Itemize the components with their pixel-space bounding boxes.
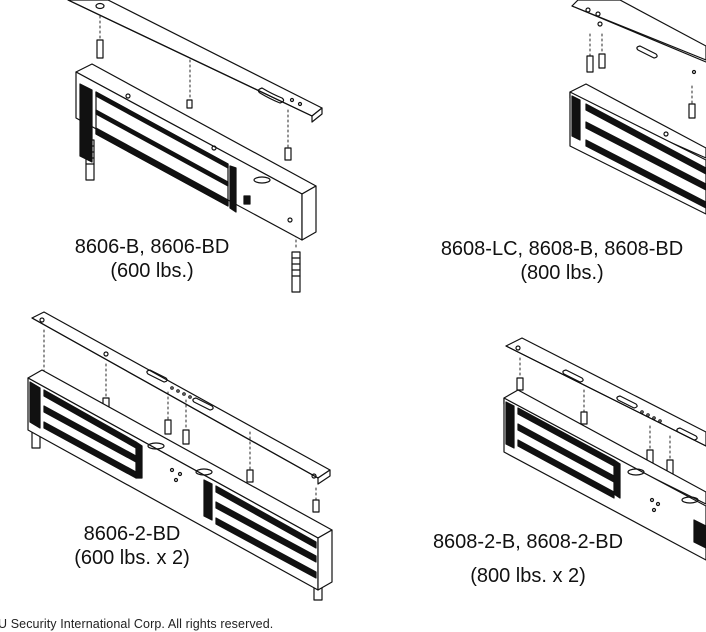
magnet-body bbox=[27, 369, 333, 591]
model-label: 8608-LC, 8608-B, 8608-BD bbox=[440, 238, 684, 260]
mounting-plate bbox=[571, 0, 706, 75]
magnet-8606-b-illustration bbox=[67, 0, 323, 293]
screw bbox=[586, 53, 696, 119]
magnet-8608-illustration bbox=[569, 0, 706, 215]
model-label: 8606-B, 8606-BD bbox=[74, 236, 230, 258]
rating-label: (600 lbs.) bbox=[110, 260, 194, 282]
figure-caption: 8608-LC, 8608-B, 8608-BD (800 lbs.) bbox=[402, 237, 706, 285]
magnet-8606-2-bd-illustration bbox=[27, 311, 333, 601]
mounting-plate bbox=[31, 311, 331, 485]
mounting-screws bbox=[589, 33, 693, 105]
magnet-body bbox=[75, 63, 317, 241]
mounting-plate bbox=[505, 337, 706, 447]
mounting-screws bbox=[519, 357, 671, 461]
rating-label: (600 lbs. x 2) bbox=[74, 547, 190, 569]
rating-label: (800 lbs.) bbox=[520, 262, 604, 284]
mounting-plate bbox=[67, 0, 323, 123]
figure-caption: 8606-B, 8606-BD (600 lbs.) bbox=[42, 235, 262, 283]
magnet-body bbox=[569, 83, 706, 215]
model-label: 8606-2-BD bbox=[83, 523, 181, 545]
model-label: 8608-2-B, 8608-2-BD bbox=[432, 531, 624, 553]
figure-caption: 8608-2-B, 8608-2-BD (800 lbs. x 2) bbox=[388, 530, 668, 588]
magnet-body bbox=[503, 389, 706, 561]
magnet-8608-2-bd-illustration bbox=[503, 337, 706, 561]
rating-label: (800 lbs. x 2) bbox=[470, 565, 586, 587]
figure-caption: 8606-2-BD (600 lbs. x 2) bbox=[22, 522, 242, 570]
copyright-notice: U Security International Corp. All right… bbox=[0, 617, 274, 631]
